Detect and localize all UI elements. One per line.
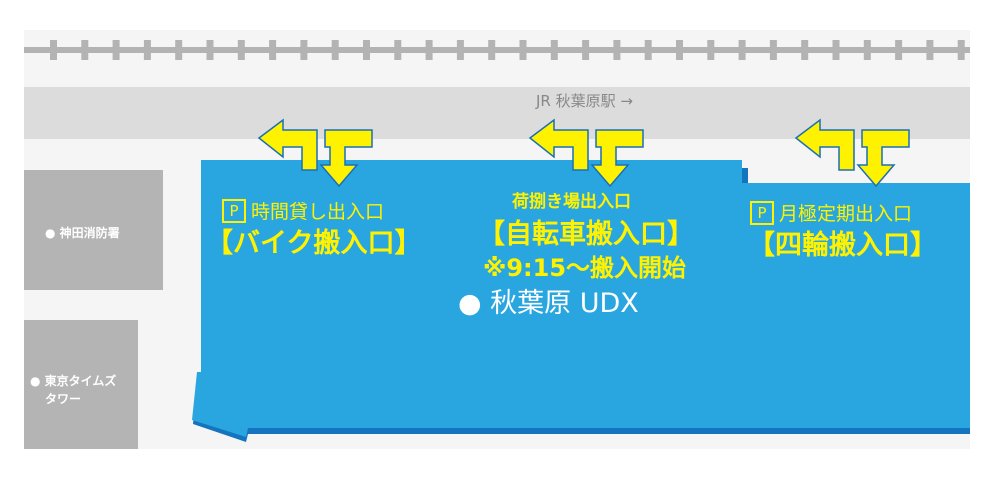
- car-entrance-subtitle: 【四輪搬入口】: [748, 230, 937, 261]
- railway-track: [24, 40, 970, 60]
- railway-tie: [425, 40, 433, 60]
- parking-icon: P: [222, 199, 246, 223]
- railway-tie: [863, 40, 871, 60]
- akihabara-udx-building: [192, 160, 970, 442]
- railway-tie: [801, 40, 809, 60]
- railway-tie: [331, 40, 339, 60]
- railway-tie: [143, 40, 151, 60]
- railway-tie: [644, 40, 652, 60]
- building-label: ● 秋葉原 UDX: [458, 288, 639, 319]
- railway-tie: [895, 40, 903, 60]
- station-direction-label: JR 秋葉原駅 →: [536, 92, 633, 110]
- railway-tie: [394, 40, 402, 60]
- railway-tie: [738, 40, 746, 60]
- railway-tie: [550, 40, 558, 60]
- railway-tie: [519, 40, 527, 60]
- railway-tie: [488, 40, 496, 60]
- railway-tie: [957, 40, 965, 60]
- railway-tie: [112, 40, 120, 60]
- railway-tie: [707, 40, 715, 60]
- railway-tie: [50, 40, 57, 60]
- railway-tie: [237, 40, 245, 60]
- bike-entrance-title-text: 時間貸し出入口: [251, 201, 385, 223]
- railway-tie: [206, 40, 214, 60]
- railway-tie: [456, 40, 464, 60]
- railway-tie: [769, 40, 777, 60]
- railway-tie: [81, 40, 89, 60]
- tokyo-times-tower-block: [24, 320, 138, 449]
- railway-tie: [300, 40, 308, 60]
- railway-tie: [832, 40, 840, 60]
- parking-icon: P: [750, 201, 774, 225]
- railway-tie: [363, 40, 370, 60]
- bicycle-entrance-title: 荷捌き場出入口: [512, 192, 631, 212]
- railway-tie: [582, 40, 590, 60]
- railway-tie: [676, 40, 683, 60]
- tokyo-times-tower-label: ● 東京タイムズ: [30, 374, 117, 388]
- bicycle-entrance-note: ※9:15～搬入開始: [483, 254, 687, 282]
- railway-tie: [175, 40, 183, 60]
- kanda-fire-station-label: ● 神田消防署: [45, 226, 120, 240]
- bicycle-entrance-subtitle: 【自転車搬入口】: [478, 219, 694, 250]
- kanda-fire-station-block: [24, 170, 163, 290]
- railway-tie: [926, 40, 934, 60]
- bike-entrance-subtitle: 【バイク搬入口】: [206, 228, 422, 259]
- car-entrance-title-text: 月極定期出入口: [779, 203, 913, 225]
- tokyo-times-tower-label-2: タワー: [45, 392, 82, 406]
- railway-tie: [613, 40, 621, 60]
- railway-tie: [269, 40, 277, 60]
